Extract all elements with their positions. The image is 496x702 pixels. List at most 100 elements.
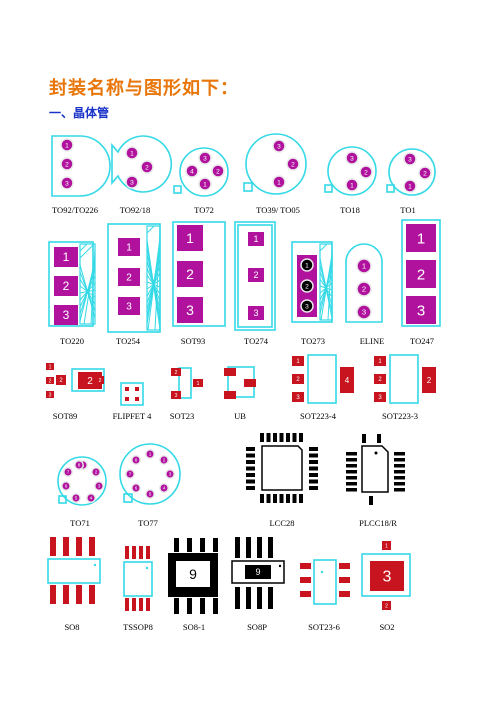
pin bbox=[299, 433, 303, 442]
pin bbox=[187, 538, 192, 552]
pad-number: 1 bbox=[65, 142, 69, 149]
package-label: TO92/TO226 bbox=[52, 205, 98, 215]
pad-number: 7 bbox=[67, 470, 70, 475]
pad-number: 5 bbox=[75, 496, 78, 501]
pad bbox=[374, 392, 386, 402]
package-label: SOT223-3 bbox=[382, 411, 418, 421]
pin1-dot bbox=[320, 570, 324, 574]
pin bbox=[309, 447, 318, 451]
pin bbox=[174, 598, 179, 614]
pad bbox=[422, 367, 436, 393]
pad-number: 1 bbox=[408, 183, 412, 190]
pad bbox=[345, 178, 359, 192]
pad-number: 1 bbox=[305, 262, 309, 269]
pad bbox=[339, 591, 350, 597]
pin bbox=[394, 452, 405, 456]
pad bbox=[356, 258, 372, 274]
body-outline bbox=[307, 354, 337, 404]
pad-number: 2 bbox=[63, 279, 70, 293]
pad bbox=[71, 493, 81, 503]
pad bbox=[272, 139, 286, 153]
pin bbox=[246, 537, 251, 558]
pad bbox=[63, 537, 69, 556]
pin bbox=[260, 494, 264, 503]
pad bbox=[374, 356, 386, 366]
pad-number: 2 bbox=[423, 170, 427, 177]
package-label: LCC28 bbox=[269, 518, 295, 528]
package-label: UB bbox=[234, 411, 246, 421]
pad bbox=[135, 397, 139, 401]
pin bbox=[346, 452, 357, 456]
pin bbox=[286, 494, 290, 503]
package-label: SOT23 bbox=[169, 411, 195, 421]
package-label: PLCC18/R bbox=[359, 518, 397, 528]
pin bbox=[346, 458, 357, 462]
pin bbox=[369, 496, 373, 505]
body-outline bbox=[324, 184, 333, 193]
pin bbox=[260, 433, 264, 442]
pad bbox=[406, 224, 436, 252]
pad-number: 2 bbox=[216, 168, 220, 175]
pad bbox=[76, 585, 82, 604]
pin1-dot bbox=[93, 563, 97, 567]
pin bbox=[268, 537, 273, 558]
pad-number: 3 bbox=[175, 393, 178, 399]
pin bbox=[268, 587, 273, 609]
pad bbox=[118, 238, 140, 256]
pad bbox=[145, 489, 155, 499]
package-label: ELINE bbox=[359, 336, 385, 346]
pad bbox=[248, 232, 264, 246]
pad-number: 2 bbox=[378, 377, 382, 383]
hatch-line bbox=[79, 243, 88, 252]
pad-number: 3 bbox=[378, 395, 382, 401]
pin bbox=[309, 460, 318, 464]
pad bbox=[177, 225, 203, 251]
pad bbox=[356, 304, 372, 320]
pin1-dot bbox=[374, 451, 378, 455]
pad-number: 3 bbox=[63, 308, 70, 322]
pin bbox=[292, 494, 297, 503]
pad bbox=[125, 469, 135, 479]
pin bbox=[292, 433, 297, 442]
pad-number: 3 bbox=[130, 179, 134, 186]
package-label: TSSOP8 bbox=[123, 622, 153, 632]
pad-number: 2 bbox=[175, 370, 178, 376]
package-label: TO274 bbox=[244, 336, 268, 346]
package-label: TO1 bbox=[400, 205, 416, 215]
package-label: TO92/18 bbox=[119, 205, 151, 215]
pin bbox=[299, 494, 303, 503]
pad-number: 3 bbox=[296, 395, 300, 401]
package-label: TO77 bbox=[138, 518, 158, 528]
pad-number: 1 bbox=[417, 230, 425, 247]
hatch-line bbox=[79, 243, 95, 259]
pad-number: 9 bbox=[255, 567, 260, 577]
pad bbox=[135, 387, 139, 391]
pad bbox=[76, 537, 82, 556]
pad-number: 4 bbox=[345, 376, 350, 385]
pad-number: 4 bbox=[190, 168, 194, 175]
pad bbox=[406, 296, 436, 324]
pad bbox=[131, 455, 141, 465]
pin bbox=[246, 473, 255, 477]
pin bbox=[246, 587, 251, 609]
pin bbox=[174, 538, 179, 552]
pad-number: 1 bbox=[49, 364, 52, 370]
body-outline bbox=[245, 133, 307, 195]
pad-number: 3 bbox=[408, 156, 412, 163]
pad-number: 3 bbox=[49, 392, 52, 398]
body-outline bbox=[388, 148, 436, 196]
body-outline bbox=[401, 219, 441, 327]
pad bbox=[89, 585, 95, 604]
pad-number: 3 bbox=[253, 308, 258, 318]
package-label: TO39/ TO05 bbox=[256, 205, 300, 215]
package-label: TO273 bbox=[301, 336, 325, 346]
pad bbox=[370, 561, 404, 591]
package-label: SO2 bbox=[379, 622, 395, 632]
body-outline bbox=[313, 559, 337, 605]
pad bbox=[159, 483, 169, 493]
pad-number: 3 bbox=[305, 303, 309, 310]
pad bbox=[50, 537, 56, 556]
pad bbox=[60, 157, 74, 171]
body-outline bbox=[119, 443, 181, 505]
pad-number: 1 bbox=[362, 262, 366, 271]
